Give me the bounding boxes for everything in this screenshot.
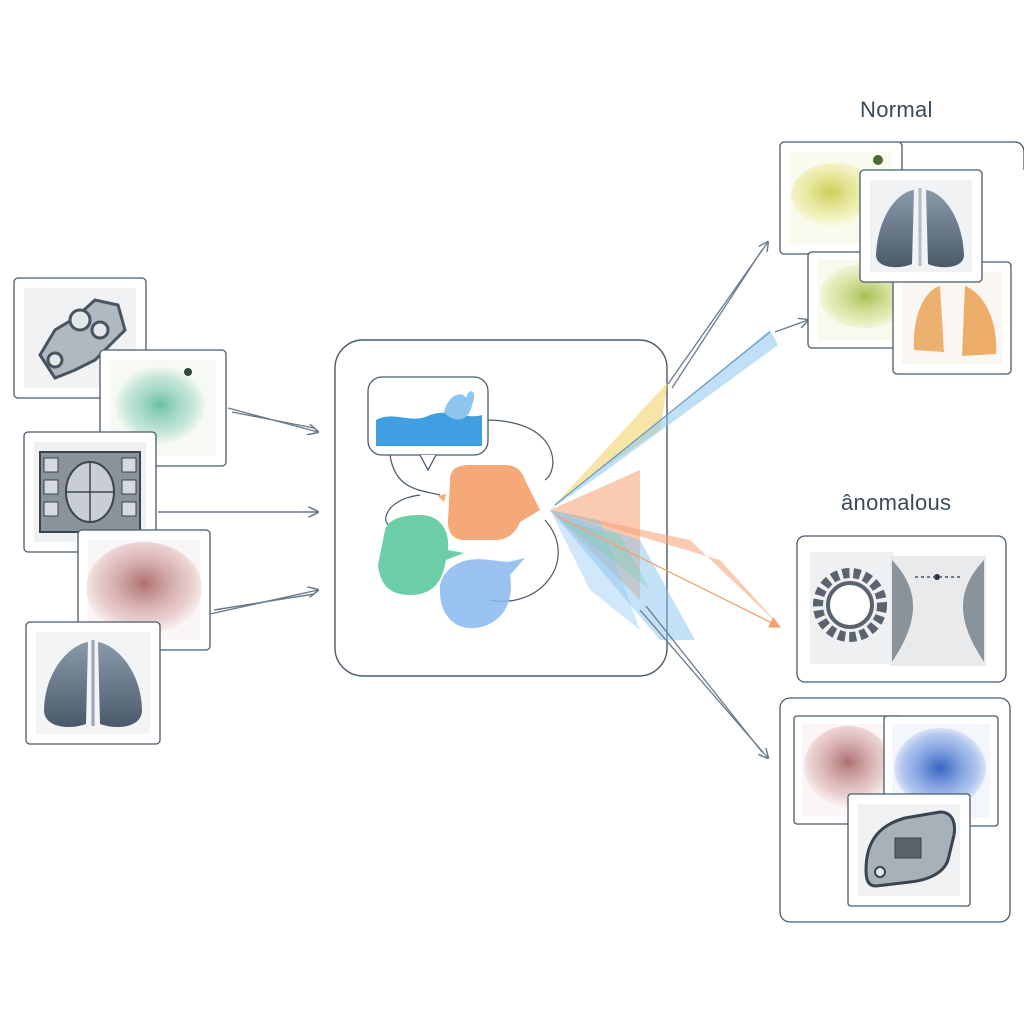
normal-label: Normal (860, 97, 933, 122)
anomalous-image-gear (810, 552, 894, 664)
anomalous-image-spine-xray (890, 556, 986, 666)
normal-image-lung-xray (859, 169, 983, 283)
green-bubble (378, 515, 464, 595)
input-arrows (158, 407, 318, 615)
input-image-circuit-board (23, 431, 157, 553)
orange-bubble (438, 465, 540, 540)
output-arrows (639, 242, 808, 758)
anomalous-group-2 (779, 697, 1011, 923)
anomalous-image-metal-part (847, 793, 971, 907)
input-image-lung-xray (25, 621, 161, 745)
anomalous-label: ânomalous (841, 490, 952, 515)
light-blue-bubble (439, 558, 525, 629)
input-image-red-tissue (77, 529, 211, 651)
blue-water-bubble (367, 376, 489, 472)
anomalous-group-1 (796, 535, 1007, 683)
input-image-gear (13, 277, 147, 399)
model-box (334, 339, 668, 677)
output-projections (550, 330, 782, 640)
normal-image-orange-lung (892, 261, 1012, 375)
normal-group (779, 141, 1024, 375)
